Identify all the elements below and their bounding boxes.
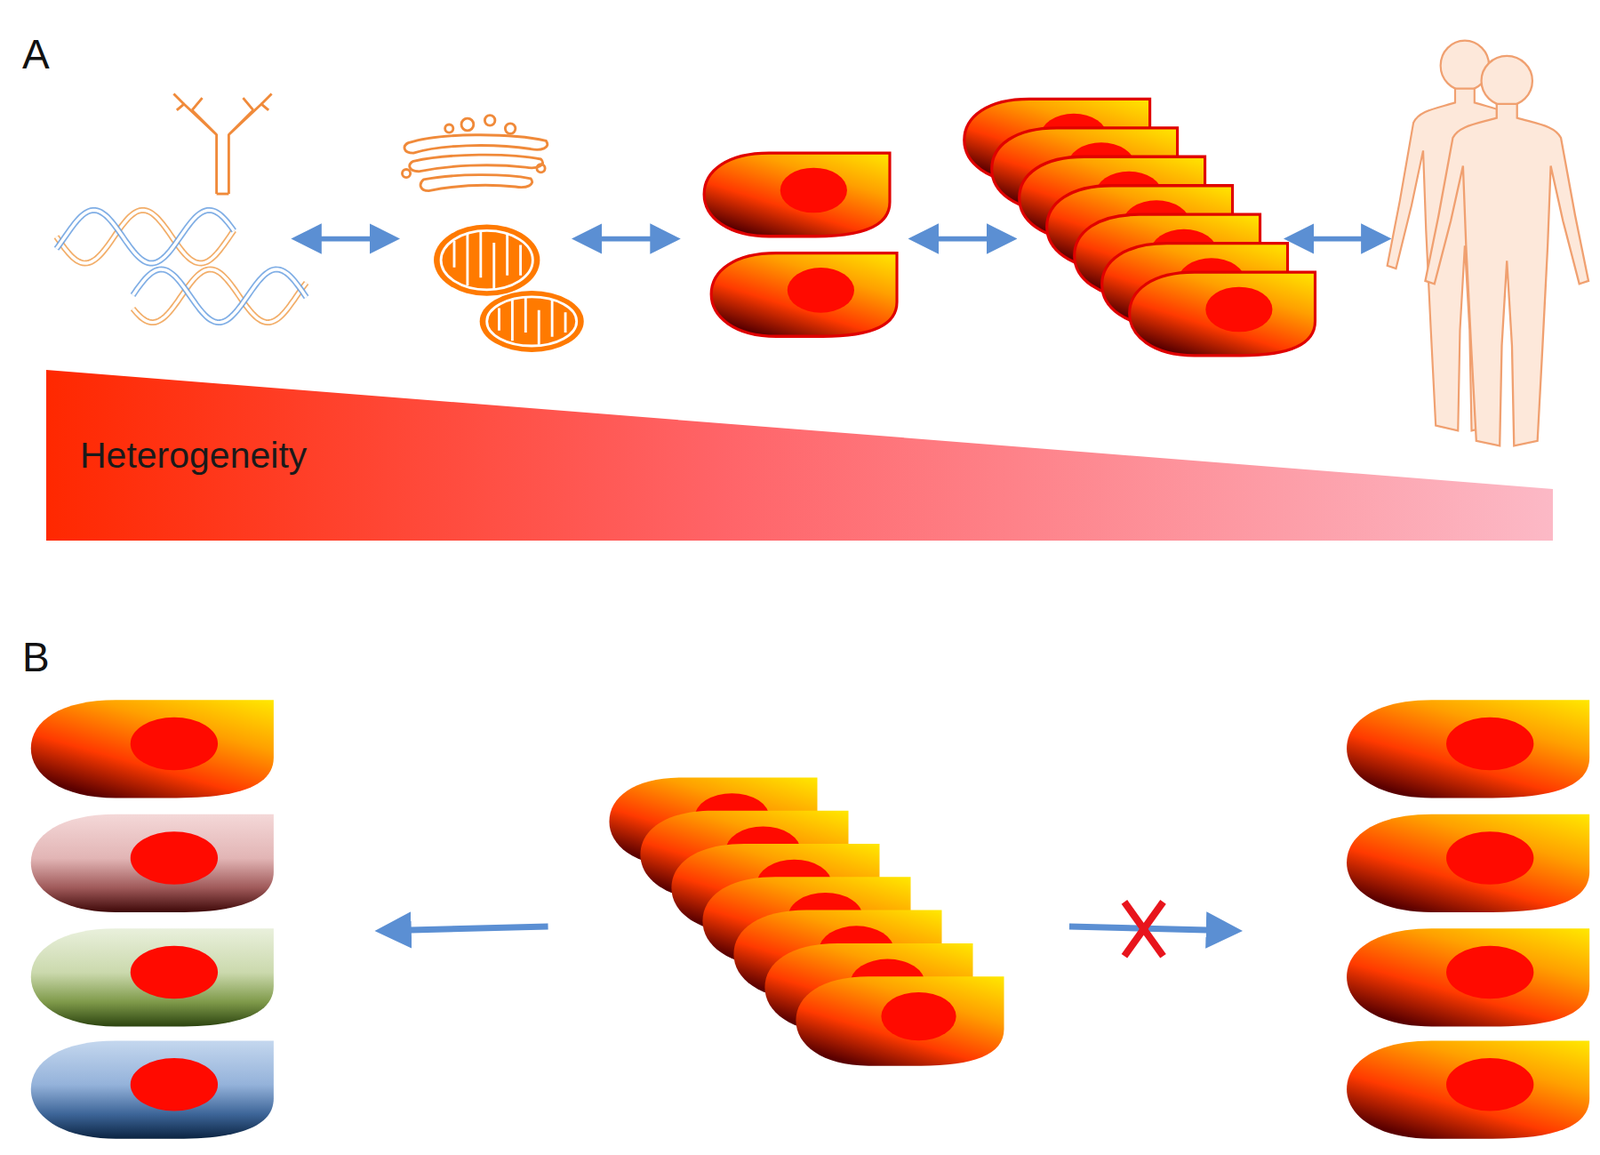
panel-label: B [22,636,50,678]
panel-label: A [22,33,50,75]
cell [795,976,1004,1065]
golgi-icon [401,115,547,192]
dna-strand [133,269,307,323]
dna-strand [56,209,234,264]
human-figures [1387,40,1589,447]
band-label: Heterogeneity [80,435,307,476]
cell [1129,272,1316,356]
dna-helix [56,209,306,322]
gradient-wedge: Heterogeneity [46,369,1553,541]
cell-stack [608,776,1004,1065]
mitochondria-icon [433,224,584,352]
dna-strand [56,209,234,264]
dna-strand [133,269,307,323]
cell-pair [704,152,897,336]
dna-strand [133,269,307,323]
dna-strand [56,209,234,264]
dna-strand [56,209,234,264]
dna-strand [133,269,307,323]
antibody-icon [173,94,272,194]
homogeneous-cells [1346,699,1590,1138]
arrow [392,926,1224,931]
cross-mark [1124,901,1164,956]
cell-stack [964,98,1316,355]
heterogeneous-cells [31,699,274,1138]
